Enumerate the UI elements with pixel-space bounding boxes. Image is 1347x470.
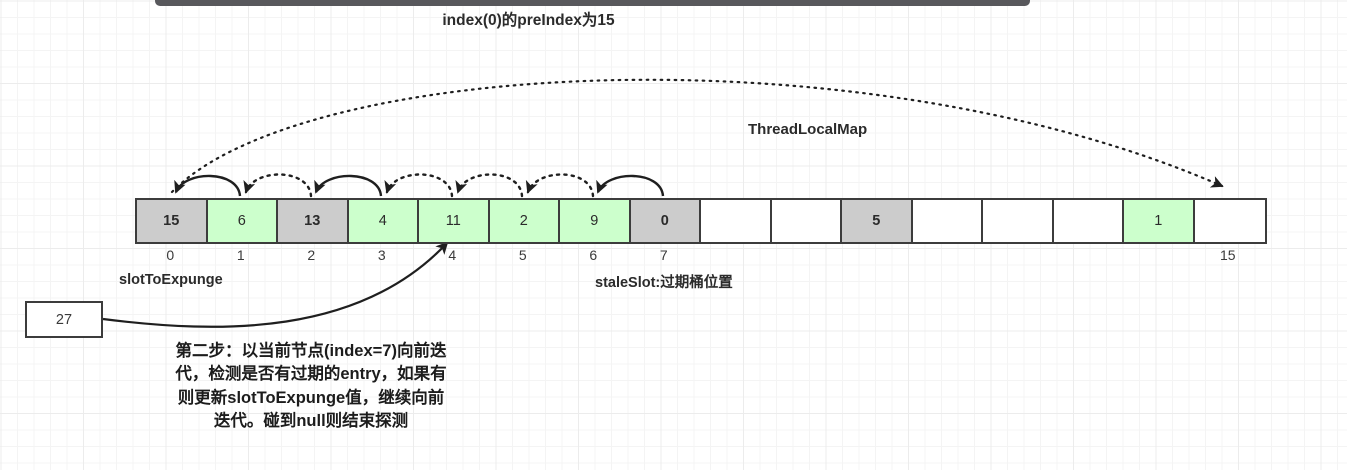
value-box-27: 27	[25, 301, 103, 338]
array-cell-value: 6	[237, 213, 246, 229]
array-cell-value: 9	[590, 213, 599, 229]
array-cell-value: 11	[445, 213, 461, 229]
threadlocalmap-label: ThreadLocalMap	[748, 121, 868, 138]
array-cell-value: 15	[163, 213, 180, 229]
index-label-6: 6	[589, 247, 598, 263]
index-label-3: 3	[377, 247, 386, 263]
array-cell-13[interactable]	[1053, 200, 1124, 242]
caption-line-1: 代，检测是否有过期的entry，如果有	[175, 365, 447, 384]
index-label-0: 0	[166, 247, 175, 263]
index-label-7: 7	[659, 247, 668, 263]
page-title: index(0)的preIndex为15	[442, 12, 615, 29]
arc-7-to-6	[596, 174, 665, 197]
arc-5-to-4	[455, 173, 524, 198]
slot-to-expunge-label: slotToExpunge	[119, 272, 223, 288]
index-label-4: 4	[448, 247, 457, 263]
arc-0-to-15	[170, 78, 1224, 194]
index-label-2: 2	[307, 247, 316, 263]
array-cell-14[interactable]: 1	[1124, 200, 1195, 242]
caption-line-3: 迭代。碰到null则结束探测	[213, 412, 409, 431]
index-label-1: 1	[236, 247, 245, 263]
array-cell-value: 4	[378, 213, 387, 229]
array-cell-9[interactable]	[771, 200, 842, 242]
stale-slot-label: staleSlot:过期桶位置	[595, 275, 733, 291]
arc-2-to-1	[243, 173, 313, 198]
array-cell-1[interactable]: 6	[207, 200, 278, 242]
index-label-5: 5	[518, 247, 527, 263]
arc-1-to-0	[174, 174, 242, 197]
arc-3-to-2	[314, 174, 383, 197]
array-cell-4[interactable]: 11	[419, 200, 490, 242]
array-cell-8[interactable]	[701, 200, 772, 242]
cropped-toolbar-strip	[155, 0, 1030, 6]
arc-4-to-3	[384, 173, 454, 198]
array-cell-0[interactable]: 15	[137, 200, 208, 242]
array-cell-7[interactable]: 0	[630, 200, 701, 242]
array-cell-value: 0	[660, 213, 669, 229]
array-cell-12[interactable]	[983, 200, 1054, 242]
array-cell-2[interactable]: 13	[278, 200, 349, 242]
array-cell-10[interactable]: 5	[842, 200, 913, 242]
array-cell-value: 1	[1154, 213, 1163, 229]
threadlocalmap-array: 15 6 13 4 11 2 9 0 5 1	[135, 198, 1267, 244]
step-caption: 第二步：以当前节点(index=7)向前迭代，检测是否有过期的entry，如果有…	[113, 340, 509, 434]
array-cell-15[interactable]	[1194, 200, 1265, 242]
array-cell-6[interactable]: 9	[560, 200, 631, 242]
caption-line-2: 则更新slotToExpunge值，继续向前	[177, 388, 445, 407]
array-cell-11[interactable]	[912, 200, 983, 242]
index-label-15: 15	[1219, 247, 1236, 263]
array-cell-3[interactable]: 4	[348, 200, 419, 242]
array-cell-5[interactable]: 2	[489, 200, 560, 242]
arc-6-to-5	[525, 173, 595, 198]
array-cell-value: 13	[304, 213, 321, 229]
array-cell-value: 2	[519, 213, 528, 229]
array-cell-value: 5	[872, 213, 881, 229]
caption-line-0: 第二步：以当前节点(index=7)向前迭	[175, 342, 447, 360]
